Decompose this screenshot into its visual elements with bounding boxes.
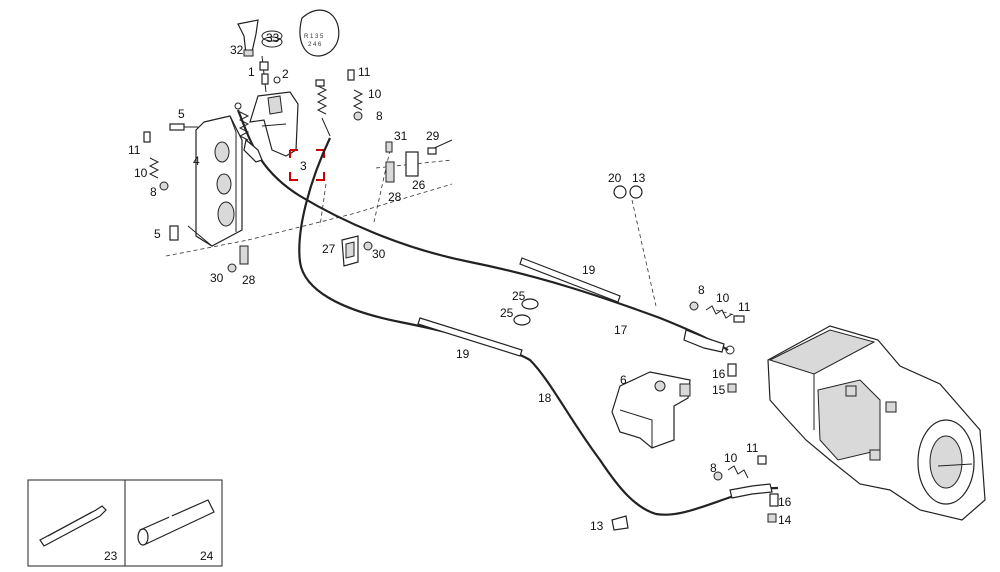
cable-end-top <box>243 138 263 163</box>
label-27: 27 <box>322 242 336 256</box>
spring-top-center <box>315 79 331 137</box>
gearbox-bracket <box>611 371 691 449</box>
spring-top-right <box>347 69 364 121</box>
label-16-upper: 16 <box>712 367 726 381</box>
label-1: 1 <box>248 65 255 79</box>
lever-stem <box>259 55 281 93</box>
label-8-right-lower: 8 <box>710 461 717 475</box>
bolt-top-bracket <box>169 123 198 131</box>
label-6: 6 <box>620 373 627 387</box>
label-19-upper: 19 <box>582 263 596 277</box>
label-13-top: 13 <box>632 171 646 185</box>
leader-lines <box>165 149 739 317</box>
label-33: 33 <box>266 31 280 45</box>
hose-segment <box>137 499 215 546</box>
clamp-top-right <box>613 185 643 199</box>
label-18: 18 <box>538 391 552 405</box>
sleeve-lower <box>417 317 523 357</box>
shift-pattern-badge: R 1 3 5 2 4 6 <box>299 9 340 57</box>
label-17: 17 <box>614 323 628 337</box>
label-26: 26 <box>412 178 426 192</box>
label-11-right-lower: 11 <box>746 441 759 455</box>
label-8-right-upper: 8 <box>698 283 705 297</box>
cable-lower <box>298 137 779 516</box>
label-10-right-upper: 10 <box>716 291 730 305</box>
cable-upper <box>236 109 729 351</box>
bracket <box>187 115 243 247</box>
spring-right-lower <box>713 455 767 481</box>
spring-right-upper <box>689 301 745 323</box>
cable-end-lower <box>729 483 773 499</box>
label-28-right: 28 <box>388 190 402 204</box>
label-3: 3 <box>300 159 307 173</box>
shift-pattern-row1: R 1 3 5 <box>304 34 324 40</box>
bolt-bottom-bracket <box>169 225 179 241</box>
sleeve-upper <box>519 257 621 303</box>
clamp-pair <box>513 298 539 326</box>
label-11-left: 11 <box>128 143 141 157</box>
label-10-top: 10 <box>368 87 382 101</box>
label-23: 23 <box>104 549 118 563</box>
label-28-left: 28 <box>242 273 256 287</box>
cable-mount <box>341 235 373 267</box>
inset-box <box>27 479 223 567</box>
gear-knob <box>237 19 259 57</box>
label-10-right-lower: 10 <box>724 451 738 465</box>
label-25-bottom: 25 <box>500 306 514 320</box>
clamp-bottom <box>611 515 629 531</box>
label-2: 2 <box>282 67 289 81</box>
label-4: 4 <box>193 154 200 168</box>
spring-left <box>143 131 169 191</box>
o-rings <box>261 30 283 48</box>
label-24: 24 <box>200 549 214 563</box>
fasteners-right <box>727 363 779 523</box>
label-32: 32 <box>230 43 244 57</box>
label-19-lower: 19 <box>456 347 470 361</box>
label-16-lower: 16 <box>778 495 792 509</box>
shift-pattern-row2: 2 4 6 <box>308 42 322 48</box>
label-8-left: 8 <box>150 185 157 199</box>
part-labels: 32 33 1 2 3 4 5 5 11 10 8 11 10 8 31 29 … <box>104 31 792 563</box>
label-13-bottom: 13 <box>590 519 604 533</box>
cable-tie-tool <box>39 505 107 547</box>
label-11-top: 11 <box>358 65 371 79</box>
label-15: 15 <box>712 383 726 397</box>
label-30-left: 30 <box>210 271 224 285</box>
gearbox <box>767 325 986 521</box>
label-5-bottom: 5 <box>154 227 161 241</box>
label-10-left: 10 <box>134 166 148 180</box>
label-29: 29 <box>426 129 440 143</box>
label-20: 20 <box>608 171 622 185</box>
label-31: 31 <box>394 129 408 143</box>
clip-left-bottom <box>227 245 249 273</box>
label-25-top: 25 <box>512 289 526 303</box>
label-5-top: 5 <box>178 107 185 121</box>
label-30-right: 30 <box>372 247 386 261</box>
cable-end-upper <box>683 329 735 355</box>
lever-housing <box>249 91 299 157</box>
label-14: 14 <box>778 513 792 527</box>
label-11-right-upper: 11 <box>738 300 751 314</box>
clip-upper-right <box>385 139 453 183</box>
label-8-top: 8 <box>376 109 383 123</box>
